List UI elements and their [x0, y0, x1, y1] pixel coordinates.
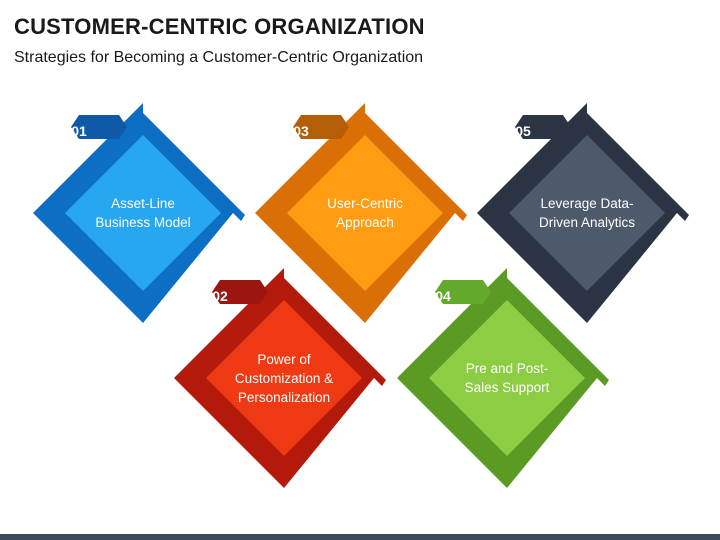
card-number: 03 [293, 123, 309, 139]
card-label: Leverage Data-Driven Analytics [538, 196, 636, 230]
strategy-card-01: Asset-Line Business Model 01 [33, 103, 253, 323]
card-number: 02 [212, 288, 228, 304]
strategy-card-05: Leverage Data-Driven Analytics 05 [477, 103, 697, 323]
page-subtitle: Strategies for Becoming a Customer-Centr… [14, 49, 424, 66]
bottom-bar [0, 534, 720, 540]
card-shape [255, 103, 467, 323]
card-label: Power of Customization & Personalization [234, 351, 334, 405]
card-label: Asset-Line Business Model [95, 196, 191, 230]
strategy-card-03: User-Centric Approach 03 [255, 103, 475, 323]
card-label: User-Centric Approach [327, 196, 403, 230]
card-number: 05 [515, 123, 531, 139]
card-number: 04 [435, 288, 451, 304]
card-shape [174, 268, 386, 488]
strategy-card-04: Pre and Post-Sales Support 04 [397, 268, 617, 488]
card-shape [477, 103, 689, 323]
strategy-card-02: Power of Customization & Personalization… [174, 268, 394, 488]
page-title: CUSTOMER-CENTRIC ORGANIZATION [14, 14, 425, 39]
card-label: Pre and Post-Sales Support [464, 361, 550, 395]
card-shape [33, 103, 245, 323]
card-number: 01 [71, 123, 87, 139]
card-shape [397, 268, 609, 488]
